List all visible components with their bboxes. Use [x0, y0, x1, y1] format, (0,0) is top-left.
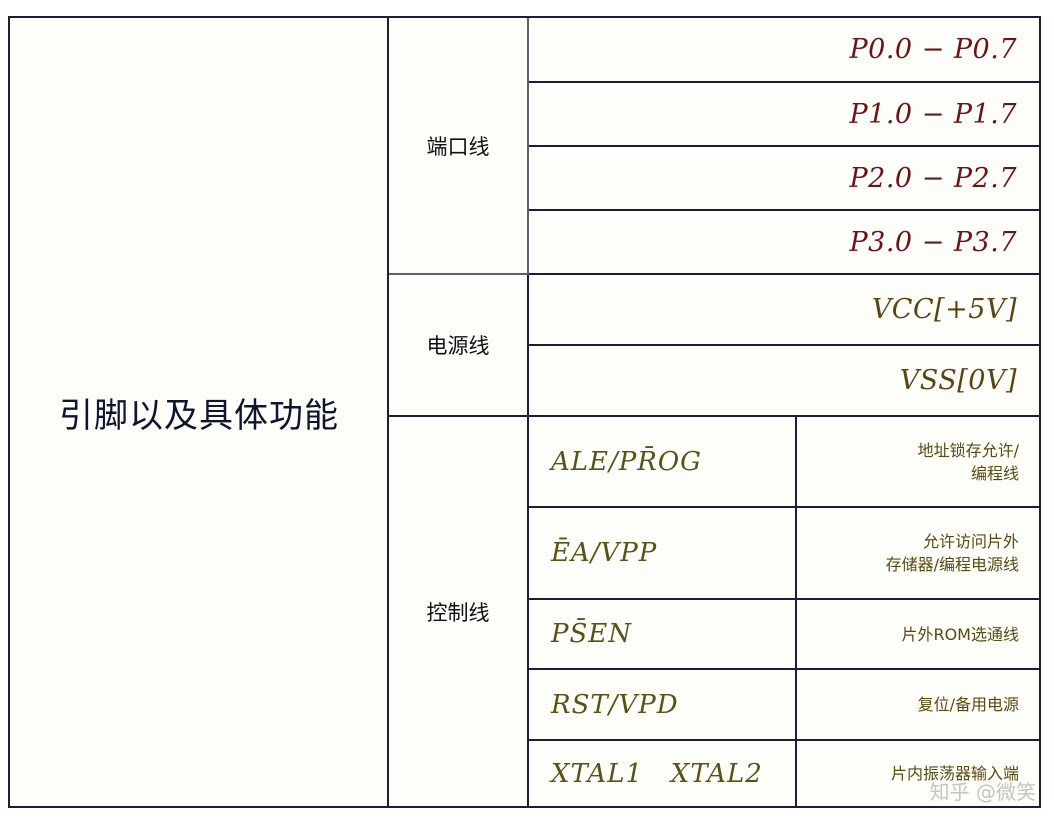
divider	[389, 415, 529, 417]
control-desc-ea: 允许访问片外 存储器/编程电源线	[885, 532, 1019, 574]
control-desc-xtal: 片内振荡器输入端	[890, 764, 1019, 783]
power-signal-vss: VSS[0V]	[899, 365, 1017, 396]
control-signal-rst: RST/VPD	[551, 689, 679, 720]
control-desc-ale: 地址锁存允许/ 编程线	[917, 440, 1019, 483]
divider	[529, 145, 1039, 147]
divider	[527, 18, 529, 275]
divider	[529, 344, 1039, 346]
control-desc-psen: 片外ROM选通线	[901, 624, 1019, 644]
divider	[529, 506, 1039, 508]
control-signal-ea: ĒA/VPP	[551, 538, 658, 568]
divider	[529, 415, 1039, 417]
divider	[529, 598, 1039, 600]
divider	[795, 416, 797, 806]
port-signal-p3: P3.0 − P3.7	[849, 226, 1017, 258]
port-signal-p2: P2.0 − P2.7	[849, 162, 1017, 194]
divider	[389, 273, 529, 275]
control-desc-rst: 复位/备用电源	[917, 695, 1019, 714]
divider	[529, 273, 1039, 275]
group-label-control: 控制线	[426, 600, 490, 625]
divider	[529, 739, 1039, 741]
group-label-power: 电源线	[426, 334, 490, 358]
control-signal-xtal: XTAL1 XTAL2	[551, 758, 763, 789]
pin-function-table: 引脚以及具体功能 端口线 电源线 控制线 P0.0 − P0.7 P1.0 − …	[8, 16, 1041, 808]
divider	[527, 275, 529, 806]
power-signal-vcc: VCC[+5V]	[871, 294, 1017, 325]
control-signal-ale: ALE/PR̄OG	[551, 446, 702, 477]
port-signal-p1: P1.0 − P1.7	[849, 98, 1017, 130]
port-signal-p0: P0.0 − P0.7	[849, 34, 1017, 65]
table-title: 引脚以及具体功能	[59, 395, 339, 436]
divider	[529, 668, 1039, 670]
divider	[387, 18, 389, 806]
divider	[529, 209, 1039, 211]
divider	[529, 81, 1039, 83]
control-signal-psen: PS̄EN	[551, 619, 633, 649]
group-label-port: 端口线	[426, 134, 490, 159]
